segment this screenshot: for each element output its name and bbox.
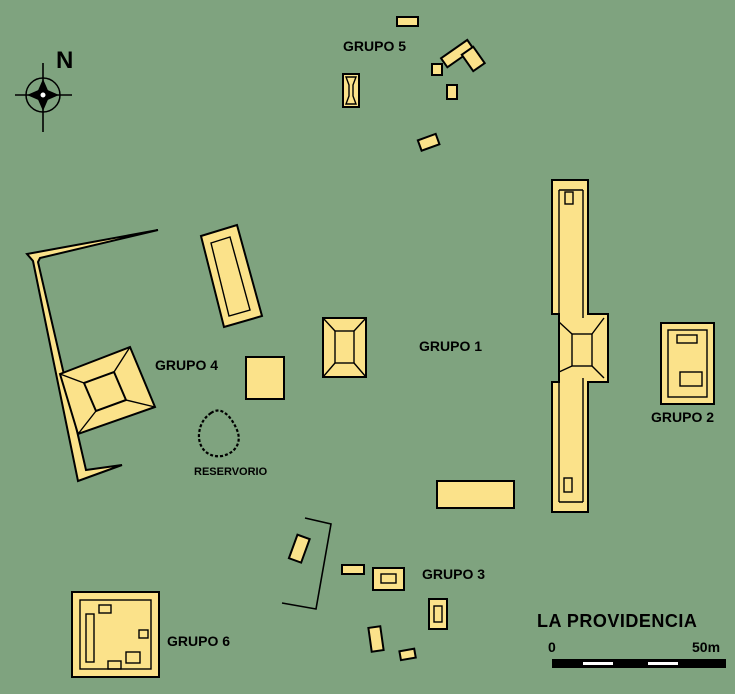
group-6-label: GRUPO 6 xyxy=(167,633,230,649)
group-6-structures xyxy=(71,591,160,678)
group-5-structures xyxy=(342,16,487,152)
group-2-label: GRUPO 2 xyxy=(651,409,714,425)
group-3-label: GRUPO 3 xyxy=(422,566,485,582)
group-1-label: GRUPO 1 xyxy=(419,338,482,354)
long-platform xyxy=(551,179,609,513)
group-5-label: GRUPO 5 xyxy=(343,38,406,54)
scale-end-label: 50m xyxy=(692,639,720,655)
reservoir-outline xyxy=(197,409,240,458)
group-1-structures xyxy=(322,317,515,509)
group-2-structures xyxy=(660,322,715,405)
reservoir-label: RESERVORIO xyxy=(194,466,268,478)
group-3-structures xyxy=(281,517,448,662)
scale-start-label: 0 xyxy=(548,639,556,655)
group-4-structures xyxy=(25,223,285,483)
group-4-label: GRUPO 4 xyxy=(155,357,218,373)
compass-rose-icon xyxy=(15,63,72,132)
map-title: LA PROVIDENCIA xyxy=(537,611,697,631)
scale-bar xyxy=(552,659,726,668)
north-label: N xyxy=(56,47,74,74)
